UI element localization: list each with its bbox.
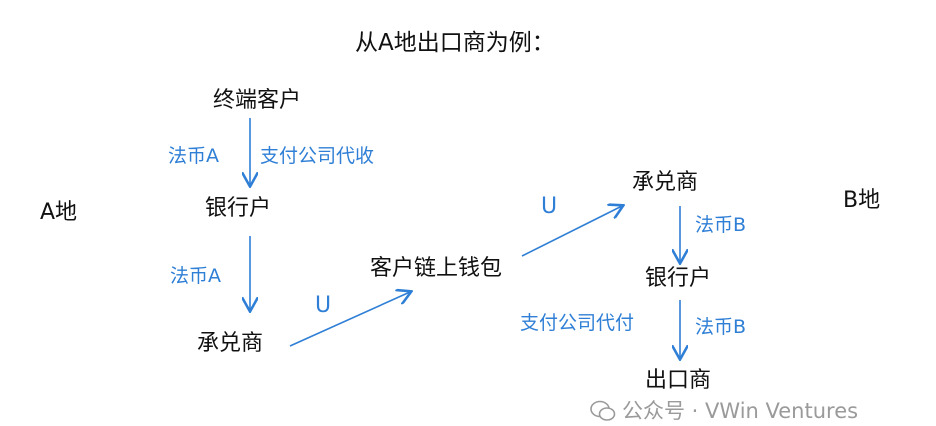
edge-label-u-1: U xyxy=(315,293,332,318)
edge-label-fiat-a-1: 法币A xyxy=(168,145,219,167)
node-acceptor-b: 承兑商 xyxy=(632,170,699,195)
arrow-wallet-to-acceptor-b xyxy=(521,206,622,257)
edge-label-u-2: U xyxy=(541,194,558,219)
watermark-text: 公众号 · VWin Ventures xyxy=(622,398,859,423)
edge-label-fiat-a-2: 法币A xyxy=(170,265,221,287)
arrow-acceptor-a-to-wallet xyxy=(289,292,410,347)
edge-label-fiat-b-2: 法币B xyxy=(695,316,747,338)
edge-label-fiat-b-1: 法币B xyxy=(695,214,747,236)
diagram-title: 从A地出口商为例： xyxy=(355,30,555,56)
watermark: 公众号 · VWin Ventures xyxy=(590,400,858,422)
node-bank-a: 银行户 xyxy=(205,196,272,221)
node-wallet: 客户链上钱包 xyxy=(370,256,503,281)
node-exporter: 出口商 xyxy=(645,368,712,393)
region-b-label: B地 xyxy=(843,188,881,213)
edge-label-collect: 支付公司代收 xyxy=(260,145,375,167)
node-end-customer: 终端客户 xyxy=(213,88,302,113)
edge-label-payout: 支付公司代付 xyxy=(520,312,635,334)
region-a-label: A地 xyxy=(40,200,78,225)
node-acceptor-a: 承兑商 xyxy=(197,331,264,356)
node-bank-b: 银行户 xyxy=(645,266,712,291)
wechat-icon xyxy=(590,400,616,421)
